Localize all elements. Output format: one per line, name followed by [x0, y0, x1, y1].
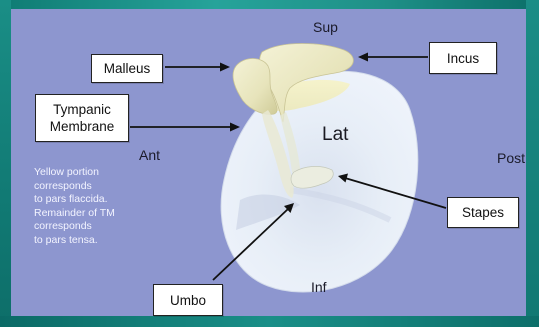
orientation-posterior-label: Post: [497, 150, 525, 166]
tympanic-membrane-arrowhead: [230, 123, 240, 132]
note-line: Remainder of TM: [34, 207, 174, 221]
malleus-callout-text: Malleus: [104, 60, 151, 77]
stapes-callout-text: Stapes: [462, 204, 504, 221]
tympanic-membrane-callout: Tympanic Membrane: [35, 94, 129, 142]
note-line: to pars flaccida.: [34, 193, 174, 207]
umbo-callout: Umbo: [153, 284, 223, 316]
orientation-anterior-label: Ant: [139, 147, 160, 163]
malleus-arrowhead: [220, 63, 230, 72]
incus-callout-text: Incus: [447, 50, 479, 67]
note-line: to pars tensa.: [34, 234, 174, 248]
malleus-callout: Malleus: [91, 54, 163, 83]
orientation-superior-label: Sup: [313, 19, 338, 35]
tympanic-membrane-callout-line-1: Tympanic: [53, 101, 111, 118]
incus-arrowhead: [358, 53, 368, 62]
orientation-inferior-label: Inf: [311, 279, 327, 295]
umbo-callout-text: Umbo: [170, 292, 206, 309]
orientation-lateral-label: Lat: [322, 124, 348, 146]
note-line: corresponds: [34, 180, 174, 194]
note-line: Yellow portion: [34, 166, 174, 180]
stapes-callout: Stapes: [447, 197, 519, 228]
note-line: corresponds: [34, 220, 174, 234]
pars-explanation-note: Yellow portion corresponds to pars flacc…: [34, 166, 174, 247]
tympanic-membrane-callout-line-2: Membrane: [50, 118, 115, 135]
incus-callout: Incus: [429, 42, 497, 74]
